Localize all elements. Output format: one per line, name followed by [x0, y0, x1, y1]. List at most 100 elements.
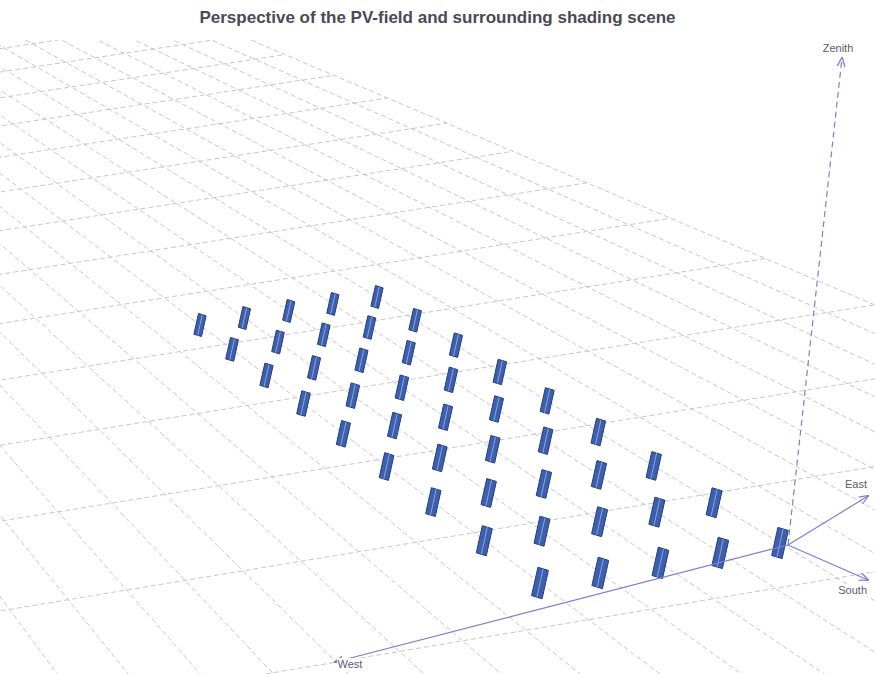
pv-module [449, 333, 462, 358]
pv-module [226, 338, 239, 362]
module-divider [545, 389, 550, 413]
module-divider [537, 569, 543, 597]
pv-module [485, 436, 500, 464]
axis-label: East [844, 478, 868, 490]
pv-module [534, 516, 550, 546]
module-divider [406, 342, 411, 364]
grid-line [0, 40, 875, 674]
module-divider [543, 428, 549, 453]
grid-line [0, 40, 875, 674]
pv-module [706, 488, 722, 518]
pv-module [297, 391, 311, 417]
module-divider [331, 294, 336, 315]
module-divider [399, 376, 404, 399]
module-divider [454, 334, 459, 356]
module-divider [711, 489, 717, 516]
module-divider [242, 308, 247, 329]
west-axis [335, 545, 788, 662]
grid-line [0, 40, 241, 152]
zenith-axis [788, 58, 842, 545]
grid-line [0, 40, 438, 674]
grid-line [0, 305, 875, 510]
grid-line [0, 259, 765, 448]
module-divider [497, 361, 502, 384]
module-divider [539, 518, 545, 545]
grid-line [0, 40, 875, 674]
grid-line [0, 40, 875, 674]
pv-module [363, 316, 376, 340]
pv-module [327, 293, 339, 316]
grid-line [0, 421, 875, 668]
module-divider [437, 446, 443, 471]
grid-line [0, 218, 671, 393]
module-divider [264, 364, 269, 386]
module-divider [350, 384, 355, 407]
pv-module [409, 308, 422, 332]
module-divider [375, 287, 380, 308]
grid-line [0, 40, 875, 674]
module-divider [384, 454, 390, 479]
module-divider [359, 349, 364, 371]
pv-module [591, 418, 606, 446]
grid-line [0, 40, 750, 674]
axis-label: Zenith [822, 42, 855, 54]
module-divider [494, 397, 499, 421]
pv-module [336, 421, 350, 448]
module-divider [481, 527, 487, 554]
grid-line [0, 123, 447, 267]
module-divider [541, 471, 547, 497]
pv-field [194, 286, 788, 599]
module-divider [276, 331, 281, 352]
pv-module [652, 547, 669, 578]
pv-module [426, 488, 441, 517]
module-divider [413, 310, 418, 331]
grid-line [0, 40, 875, 674]
pv-module [591, 461, 606, 490]
module-divider [490, 437, 496, 462]
pv-module [379, 453, 394, 481]
module-divider [286, 301, 291, 322]
module-divider [596, 420, 602, 445]
module-divider [443, 405, 448, 429]
axis-label: South [837, 584, 868, 596]
pv-module [355, 348, 368, 373]
grid-line [0, 40, 67, 56]
pv-module [592, 507, 608, 537]
pv-module [432, 444, 447, 472]
pv-module [194, 314, 206, 337]
pv-module [318, 323, 331, 347]
pv-module [646, 452, 661, 481]
grid-line [0, 183, 587, 346]
pv-module [540, 388, 554, 414]
module-divider [657, 549, 663, 577]
grid-line [0, 359, 875, 583]
grid-line [0, 40, 280, 674]
pv-module [346, 383, 360, 409]
module-divider [301, 392, 306, 415]
pv-module [308, 356, 321, 381]
grid-line [0, 40, 594, 674]
module-divider [651, 453, 657, 479]
pv-module [395, 375, 409, 401]
module-divider [431, 489, 437, 515]
module-divider [367, 317, 372, 338]
grid-line [0, 40, 875, 674]
grid-line [0, 40, 129, 90]
pv-module [444, 367, 458, 393]
grid-line [0, 40, 875, 674]
module-divider [596, 462, 602, 488]
module-divider [230, 339, 235, 361]
ground-grid [0, 40, 875, 674]
module-divider [198, 315, 203, 336]
south-axis [788, 545, 868, 580]
grid-line [0, 40, 875, 674]
grid-line [0, 40, 875, 674]
module-divider [341, 422, 346, 446]
grid-line [0, 98, 387, 234]
grid-line [0, 40, 875, 674]
module-divider [486, 480, 492, 506]
module-divider [654, 499, 660, 526]
grid-line [0, 40, 875, 674]
